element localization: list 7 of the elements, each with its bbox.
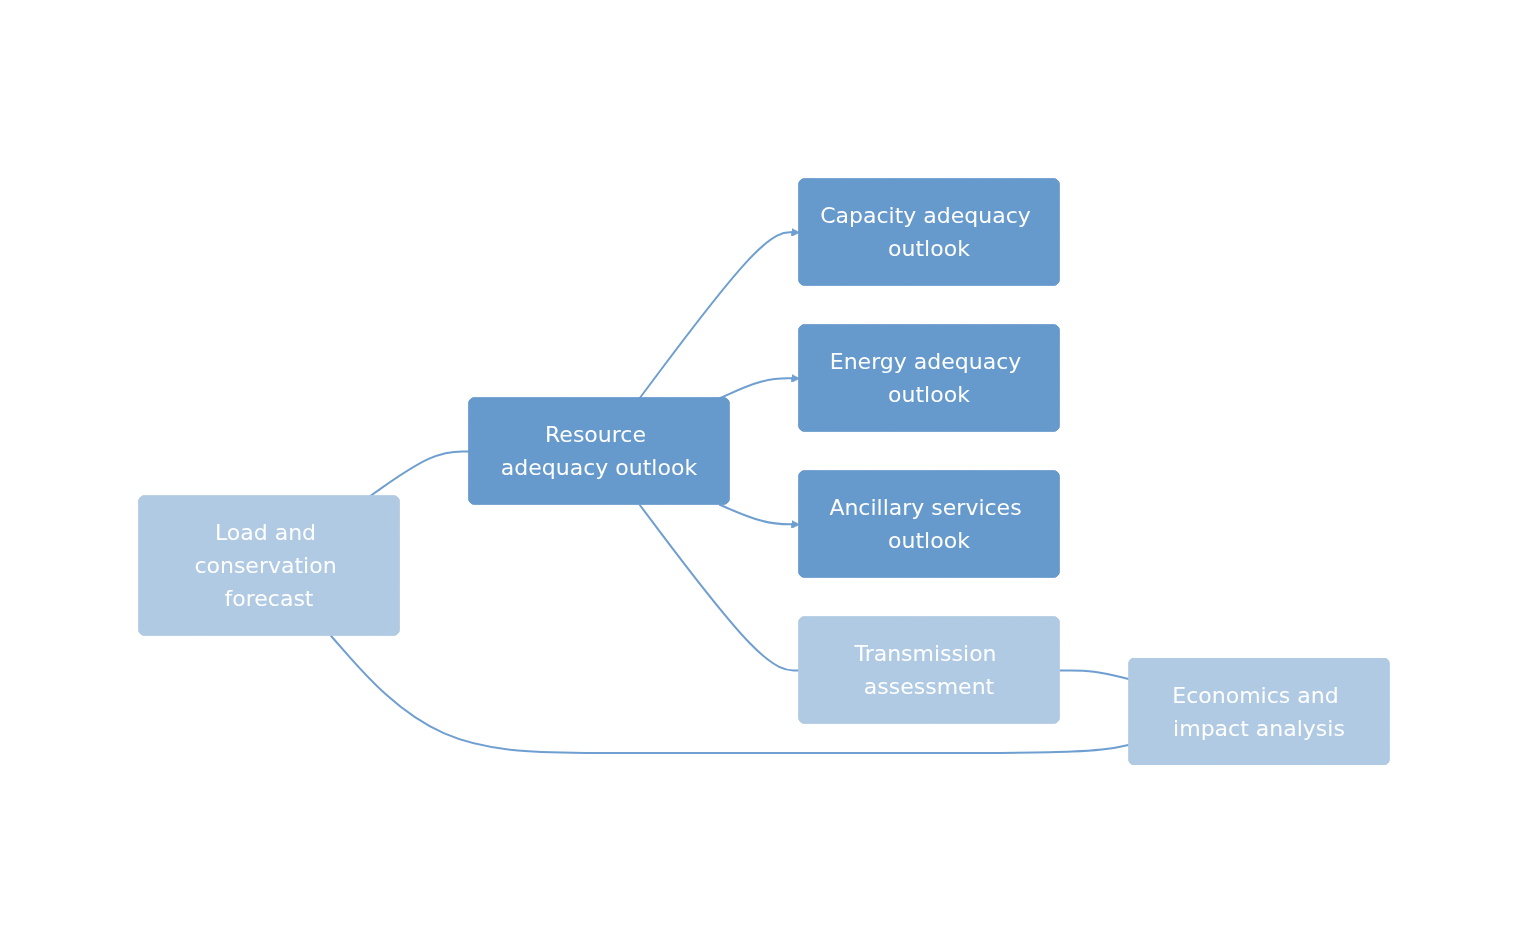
connector [368, 450, 471, 498]
arrow [718, 374, 800, 400]
connector [329, 634, 1131, 755]
connector [1058, 669, 1131, 681]
connector [638, 503, 801, 672]
arrow [638, 228, 800, 400]
arrow [718, 503, 800, 530]
